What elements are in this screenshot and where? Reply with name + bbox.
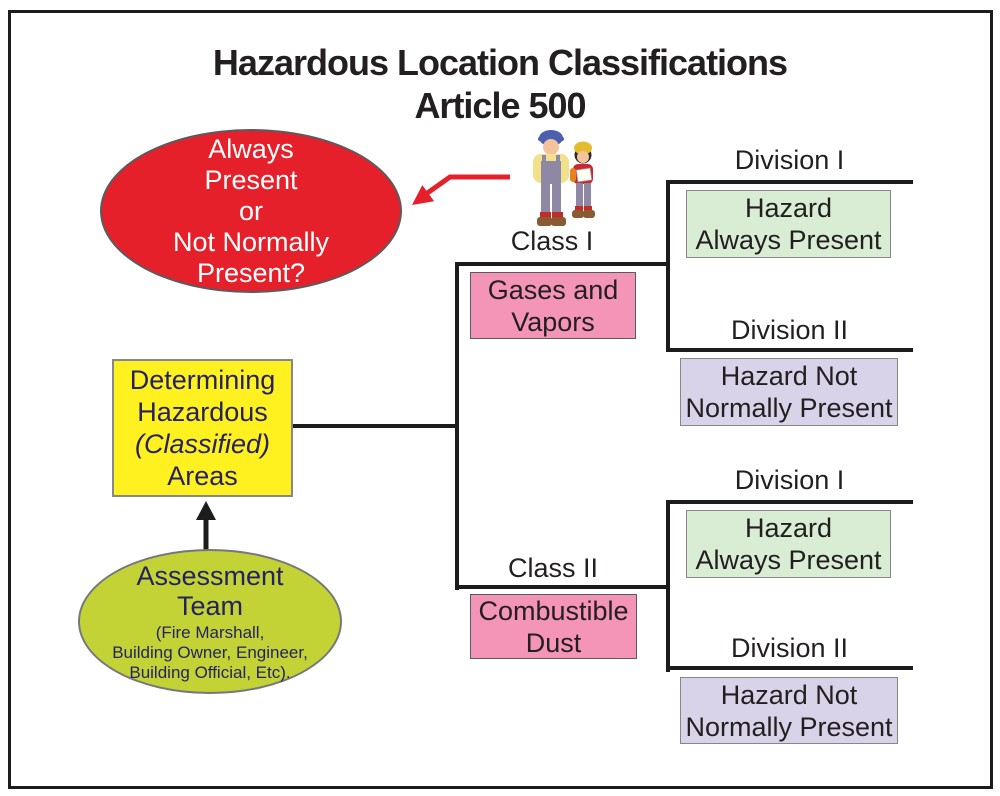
up-arrow-icon	[196, 501, 216, 551]
bracket-class2-division1-line	[666, 500, 913, 504]
connector-class1-horizontal	[455, 262, 670, 266]
class1-label: Class I	[510, 226, 594, 256]
bracket-class2-vertical	[666, 500, 670, 672]
connector-determining-horizontal	[292, 424, 459, 428]
class2-division1-box: Hazard Always Present	[686, 510, 891, 578]
class1-division1-label: Division I	[734, 145, 845, 175]
determining-line4: Areas	[167, 461, 238, 491]
determining-line3: (Classified)	[134, 429, 271, 459]
bracket-class1-division1-line	[666, 180, 913, 184]
red-arrow-icon	[412, 174, 510, 205]
class2-category-box: Combustible Dust	[470, 594, 637, 659]
determining-areas-box: Determining Hazardous (Classified) Areas	[112, 359, 293, 497]
assessment-team-ellipse: Assessment Team (Fire Marshall, Building…	[78, 549, 342, 694]
page-title: Hazardous Location Classifications Artic…	[0, 41, 1000, 127]
class1-division1-box: Hazard Always Present	[686, 190, 891, 258]
assessment-team-subtitle: (Fire Marshall, Building Owner, Engineer…	[112, 622, 308, 682]
class1-division2-label: Division II	[730, 315, 849, 345]
construction-workers-icon	[533, 130, 595, 226]
class2-division2-box: Hazard Not Normally Present	[680, 677, 898, 744]
connector-class2-horizontal	[455, 585, 670, 589]
page-border	[8, 10, 993, 789]
class1-division2-box: Hazard Not Normally Present	[680, 358, 898, 426]
assessment-team-title: Assessment Team	[136, 560, 284, 621]
bracket-class2-division2-line	[666, 666, 913, 670]
class2-label: Class II	[507, 553, 599, 583]
page-title-line2: Article 500	[414, 85, 586, 126]
determining-line2: Hazardous	[137, 397, 268, 427]
bracket-class1-division2-line	[666, 348, 913, 352]
class2-division1-label: Division I	[734, 465, 845, 495]
bracket-class1-vertical	[666, 180, 670, 352]
page-title-line1: Hazardous Location Classifications	[212, 42, 788, 83]
class1-category-box: Gases and Vapors	[470, 272, 636, 339]
determining-line1: Determining	[129, 365, 276, 395]
decision-ellipse: Always Present or Not Normally Present?	[100, 129, 402, 293]
class2-division2-label: Division II	[730, 633, 849, 663]
